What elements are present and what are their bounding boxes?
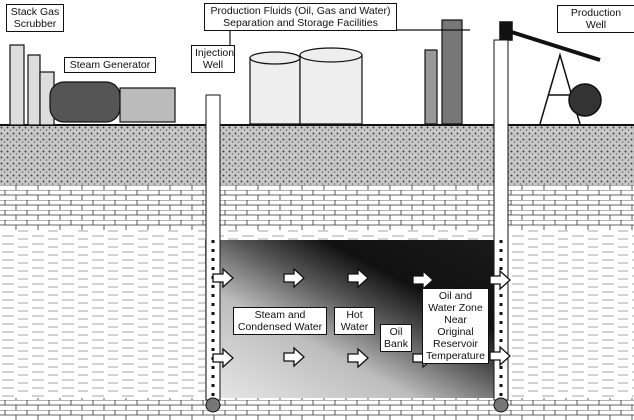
label-line: Separation and Storage Facilities	[223, 17, 378, 29]
label-stack-gas-scrubber: Stack Gas Scrubber	[6, 4, 64, 32]
base-layer	[0, 398, 634, 420]
sandstone-layer	[0, 185, 634, 230]
label-line: Well	[202, 59, 224, 71]
label-line: Reservoir	[433, 338, 478, 350]
label-steam-zone: Steam and Condensed Water	[233, 307, 327, 335]
gravel-layer	[0, 125, 634, 185]
stack-gas-scrubber	[9, 44, 55, 126]
label-line: Bank	[384, 338, 408, 350]
label-line: Injection	[195, 47, 235, 59]
label-line: Oil and	[438, 290, 473, 302]
label-steam-generator: Steam Generator	[64, 57, 156, 73]
label-oil-bank: Oil Bank	[380, 324, 412, 352]
steam-generator	[49, 81, 176, 123]
label-line: Scrubber	[13, 18, 57, 30]
label-line: Production Fluids (Oil, Gas and Water)	[210, 5, 391, 17]
production-well	[493, 39, 509, 413]
label-line: Hot	[346, 309, 363, 321]
label-line: Water Zone	[428, 302, 483, 314]
pumpjack	[499, 21, 602, 125]
injection-well	[205, 94, 221, 413]
label-oil-water-zone: Oil and Water Zone Near Original Reservo…	[422, 288, 489, 364]
label-line: Oil	[389, 326, 403, 338]
label-injection-well: Injection Well	[191, 45, 235, 73]
label-line: Water	[340, 321, 369, 333]
label-line: Stack Gas	[10, 6, 60, 18]
label-line: Temperature	[426, 350, 485, 362]
label-line: Near Original	[437, 314, 474, 338]
label-production-well: Production Well	[557, 5, 634, 33]
label-production-fluids: Production Fluids (Oil, Gas and Water) S…	[204, 3, 397, 31]
label-line: Steam and	[254, 309, 306, 321]
storage-tanks	[229, 19, 470, 125]
label-line: Condensed Water	[237, 321, 323, 333]
label-hot-water: Hot Water	[334, 307, 375, 335]
